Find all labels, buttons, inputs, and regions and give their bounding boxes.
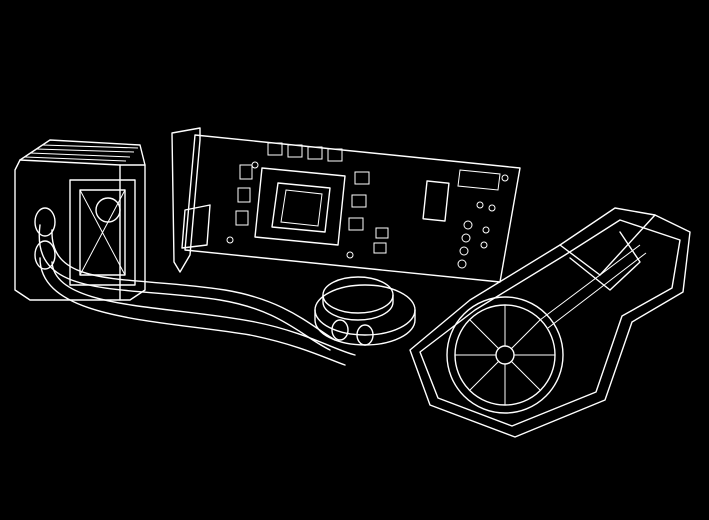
coolant-tubes	[38, 224, 356, 366]
gpu-chip	[254, 167, 346, 246]
fan-shroud	[409, 207, 691, 438]
io-bracket	[171, 127, 201, 273]
radiator	[14, 139, 146, 301]
capacitors	[457, 201, 496, 269]
fan-blades	[455, 305, 555, 405]
mounting-holes	[226, 161, 509, 259]
connector	[422, 180, 450, 222]
radiator-fins	[24, 144, 139, 162]
fan-icon	[446, 296, 564, 414]
pump-cap-icon	[95, 197, 121, 223]
pump-block	[314, 276, 416, 346]
memory-chips	[235, 142, 389, 254]
